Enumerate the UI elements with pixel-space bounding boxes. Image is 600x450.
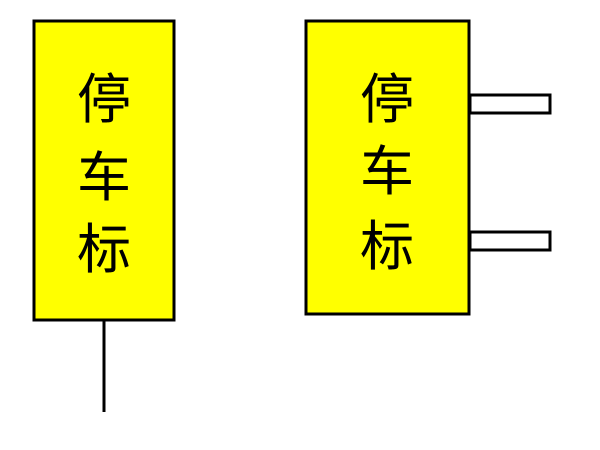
left-sign-char-1: 停 — [77, 68, 131, 131]
left-sign-char-3: 标 — [77, 218, 131, 281]
right-sign-char-1: 停 — [360, 68, 414, 131]
right-sign: 停 车 标 — [304, 19, 552, 316]
right-sign-char-2: 车 — [360, 140, 414, 203]
right-sign-bracket-bottom — [468, 230, 552, 252]
left-sign-board — [32, 19, 176, 322]
right-sign-char-3: 标 — [360, 215, 414, 278]
left-sign: 停 车 标 — [32, 19, 176, 412]
left-sign-char-2: 车 — [77, 146, 131, 209]
right-sign-board — [304, 19, 471, 316]
right-sign-bracket-top — [468, 93, 552, 115]
